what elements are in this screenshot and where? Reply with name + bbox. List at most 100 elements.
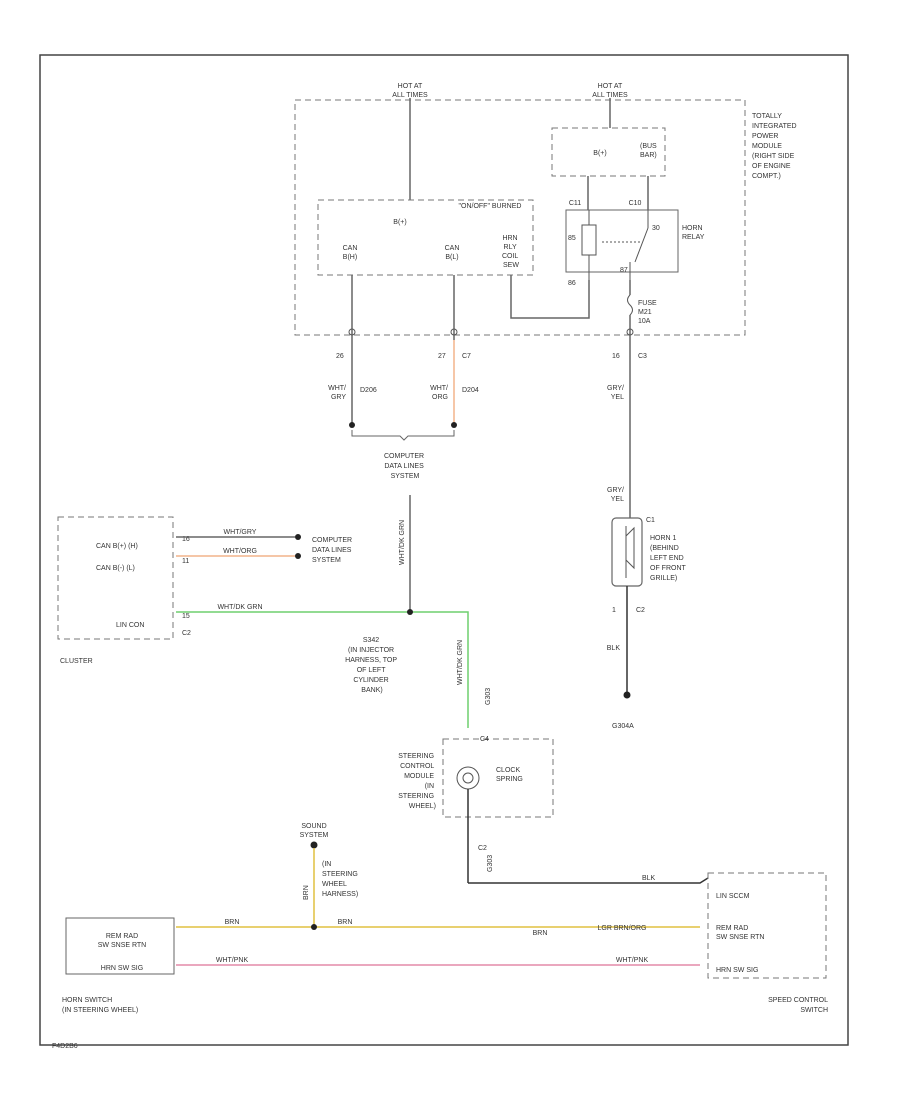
cluster-pin-lin: 15 <box>182 613 190 620</box>
pin-horn-16 <box>626 328 634 336</box>
relay-pin-86: 86 <box>568 280 576 287</box>
horn-switch-sw: HRN SW SIG <box>101 965 143 972</box>
splice-s342-label: S342 (IN INJECTOR HARNESS, TOP OF LEFT C… <box>345 637 399 694</box>
tipm-box <box>294 99 746 336</box>
rtn-splice-dot <box>311 924 317 930</box>
diagram-frame <box>39 54 849 1046</box>
horn-icon <box>625 526 635 570</box>
cluster-pin-l: 11 <box>182 558 189 565</box>
horn-switch-wire-top: BRN <box>225 919 240 926</box>
can-h-color: WHT/GRY <box>328 385 346 401</box>
pin-can-l <box>450 328 458 336</box>
can-module-title: "ON/OFF" BURNED <box>459 203 522 210</box>
relay-pin-30: 30 <box>652 225 660 232</box>
diagram-id: F4D2B6 <box>52 1043 78 1050</box>
clock-spring-icon <box>456 766 480 790</box>
ground-g304a-icon <box>623 691 631 699</box>
relay-coil-wire <box>510 275 590 319</box>
relay-switch-contact <box>634 227 649 263</box>
cluster-label: CLUSTER <box>60 658 93 665</box>
fuse-m21 <box>627 294 633 316</box>
can-h-splice: D206 <box>360 387 377 394</box>
relay-pin-85: 85 <box>568 235 576 242</box>
lin-vertical-color: WHT/DK GRN <box>457 640 464 685</box>
can-h-pin: 26 <box>336 353 344 360</box>
cluster-wire-h-color: WHT/GRY <box>224 529 257 536</box>
cluster-can-l-dot <box>295 553 301 559</box>
can-l-splice: D204 <box>462 387 479 394</box>
cluster-wire-lin-color: WHT/DK GRN <box>217 604 262 611</box>
steering-control-module-box <box>442 738 554 818</box>
data-line-vertical-color: WHT/DK GRN <box>399 520 406 565</box>
pin-can-h <box>348 328 356 336</box>
horn-switch-label: HORN SWITCH(IN STEERING WHEEL) <box>62 997 138 1014</box>
relay-top-left-pin: C11 <box>569 200 581 207</box>
cluster-pin-h: 16 <box>182 536 190 543</box>
scm-pin-top: C4 <box>480 736 489 743</box>
horn-pin: 16 <box>612 353 620 360</box>
ground-g304a: G304A <box>612 723 634 730</box>
horn-label: HORN 1 (BEHIND LEFT END OF FRONT GRILLE) <box>650 535 688 582</box>
bus-bar-bplus: B(+) <box>593 150 606 157</box>
cluster-data-lines: COMPUTER DATA LINES SYSTEM <box>312 537 354 564</box>
horn-color-mid: GRY/YEL <box>607 487 624 503</box>
horn-wire-bot: BLK <box>607 645 621 652</box>
speed-lin: LIN SCCM <box>716 893 750 900</box>
fuse-label: FUSE M21 10A <box>638 300 659 325</box>
horn-switch-wire-mid: BRN <box>533 930 548 937</box>
lin-g303: G303 <box>485 688 492 705</box>
horn-pin-top: C1 <box>646 517 655 524</box>
horn-1-body <box>611 517 643 587</box>
sound-system-dot <box>310 841 318 849</box>
horn-pin-bot: 1 <box>612 607 616 614</box>
can-l-color: WHT/ORG <box>430 385 448 401</box>
cluster-wire-l-color: WHT/ORG <box>223 548 257 555</box>
can-l-splice-dot <box>451 422 457 428</box>
horn-switch-wire-bot: WHT/PNK <box>216 957 249 964</box>
horn-color-top: GRY/YEL <box>607 385 624 401</box>
scm-pin-bot: C2 <box>478 845 487 852</box>
can-bracket <box>351 430 455 441</box>
horn-conn: C3 <box>638 353 647 360</box>
can-l-pin: 27 <box>438 353 446 360</box>
horn-switch-wire-right: LGR BRN/ORG <box>597 925 646 932</box>
cluster-lin: LIN CON <box>116 622 144 629</box>
can-module-bplus: B(+) <box>393 219 406 226</box>
horn-switch-wire-bot2: WHT/PNK <box>616 957 649 964</box>
steering-harness-label: (IN STEERING WHEEL HARNESS) <box>322 861 360 898</box>
tipm-label: TOTALLY INTEGRATED POWER MODULE (RIGHT S… <box>752 113 799 180</box>
horn-relay-coil-label: HRN RLY COIL SEW <box>502 235 520 269</box>
lin-wire <box>176 611 469 728</box>
horn-relay-box <box>565 209 679 273</box>
horn-switch-wire-top3: BRN <box>338 919 353 926</box>
horn-conn-bot: C2 <box>636 607 645 614</box>
lin-splice-dot <box>407 609 413 615</box>
blk-wire-to-speed-control <box>468 877 709 884</box>
relay-pin-87: 87 <box>620 267 628 274</box>
speed-sw: HRN SW SIG <box>716 967 758 974</box>
scm-g303: G303 <box>487 855 494 872</box>
cluster-can-h-dot <box>295 534 301 540</box>
relay-coil <box>581 224 597 256</box>
cluster-box <box>57 516 174 640</box>
speed-blk-label: BLK <box>642 875 656 882</box>
relay-top-right-pin: C10 <box>629 200 642 207</box>
can-module-box <box>317 199 534 276</box>
horn-switch-box <box>65 917 175 975</box>
scm-label: STEERING CONTROL MODULE (IN STEERING WHE… <box>398 753 436 810</box>
cluster-conn: C2 <box>182 630 191 637</box>
sound-wire-color: BRN <box>303 885 310 900</box>
cluster-can-h: CAN B(+) (H) <box>96 543 138 550</box>
computer-data-lines-top: COMPUTER DATA LINES SYSTEM <box>384 453 426 480</box>
